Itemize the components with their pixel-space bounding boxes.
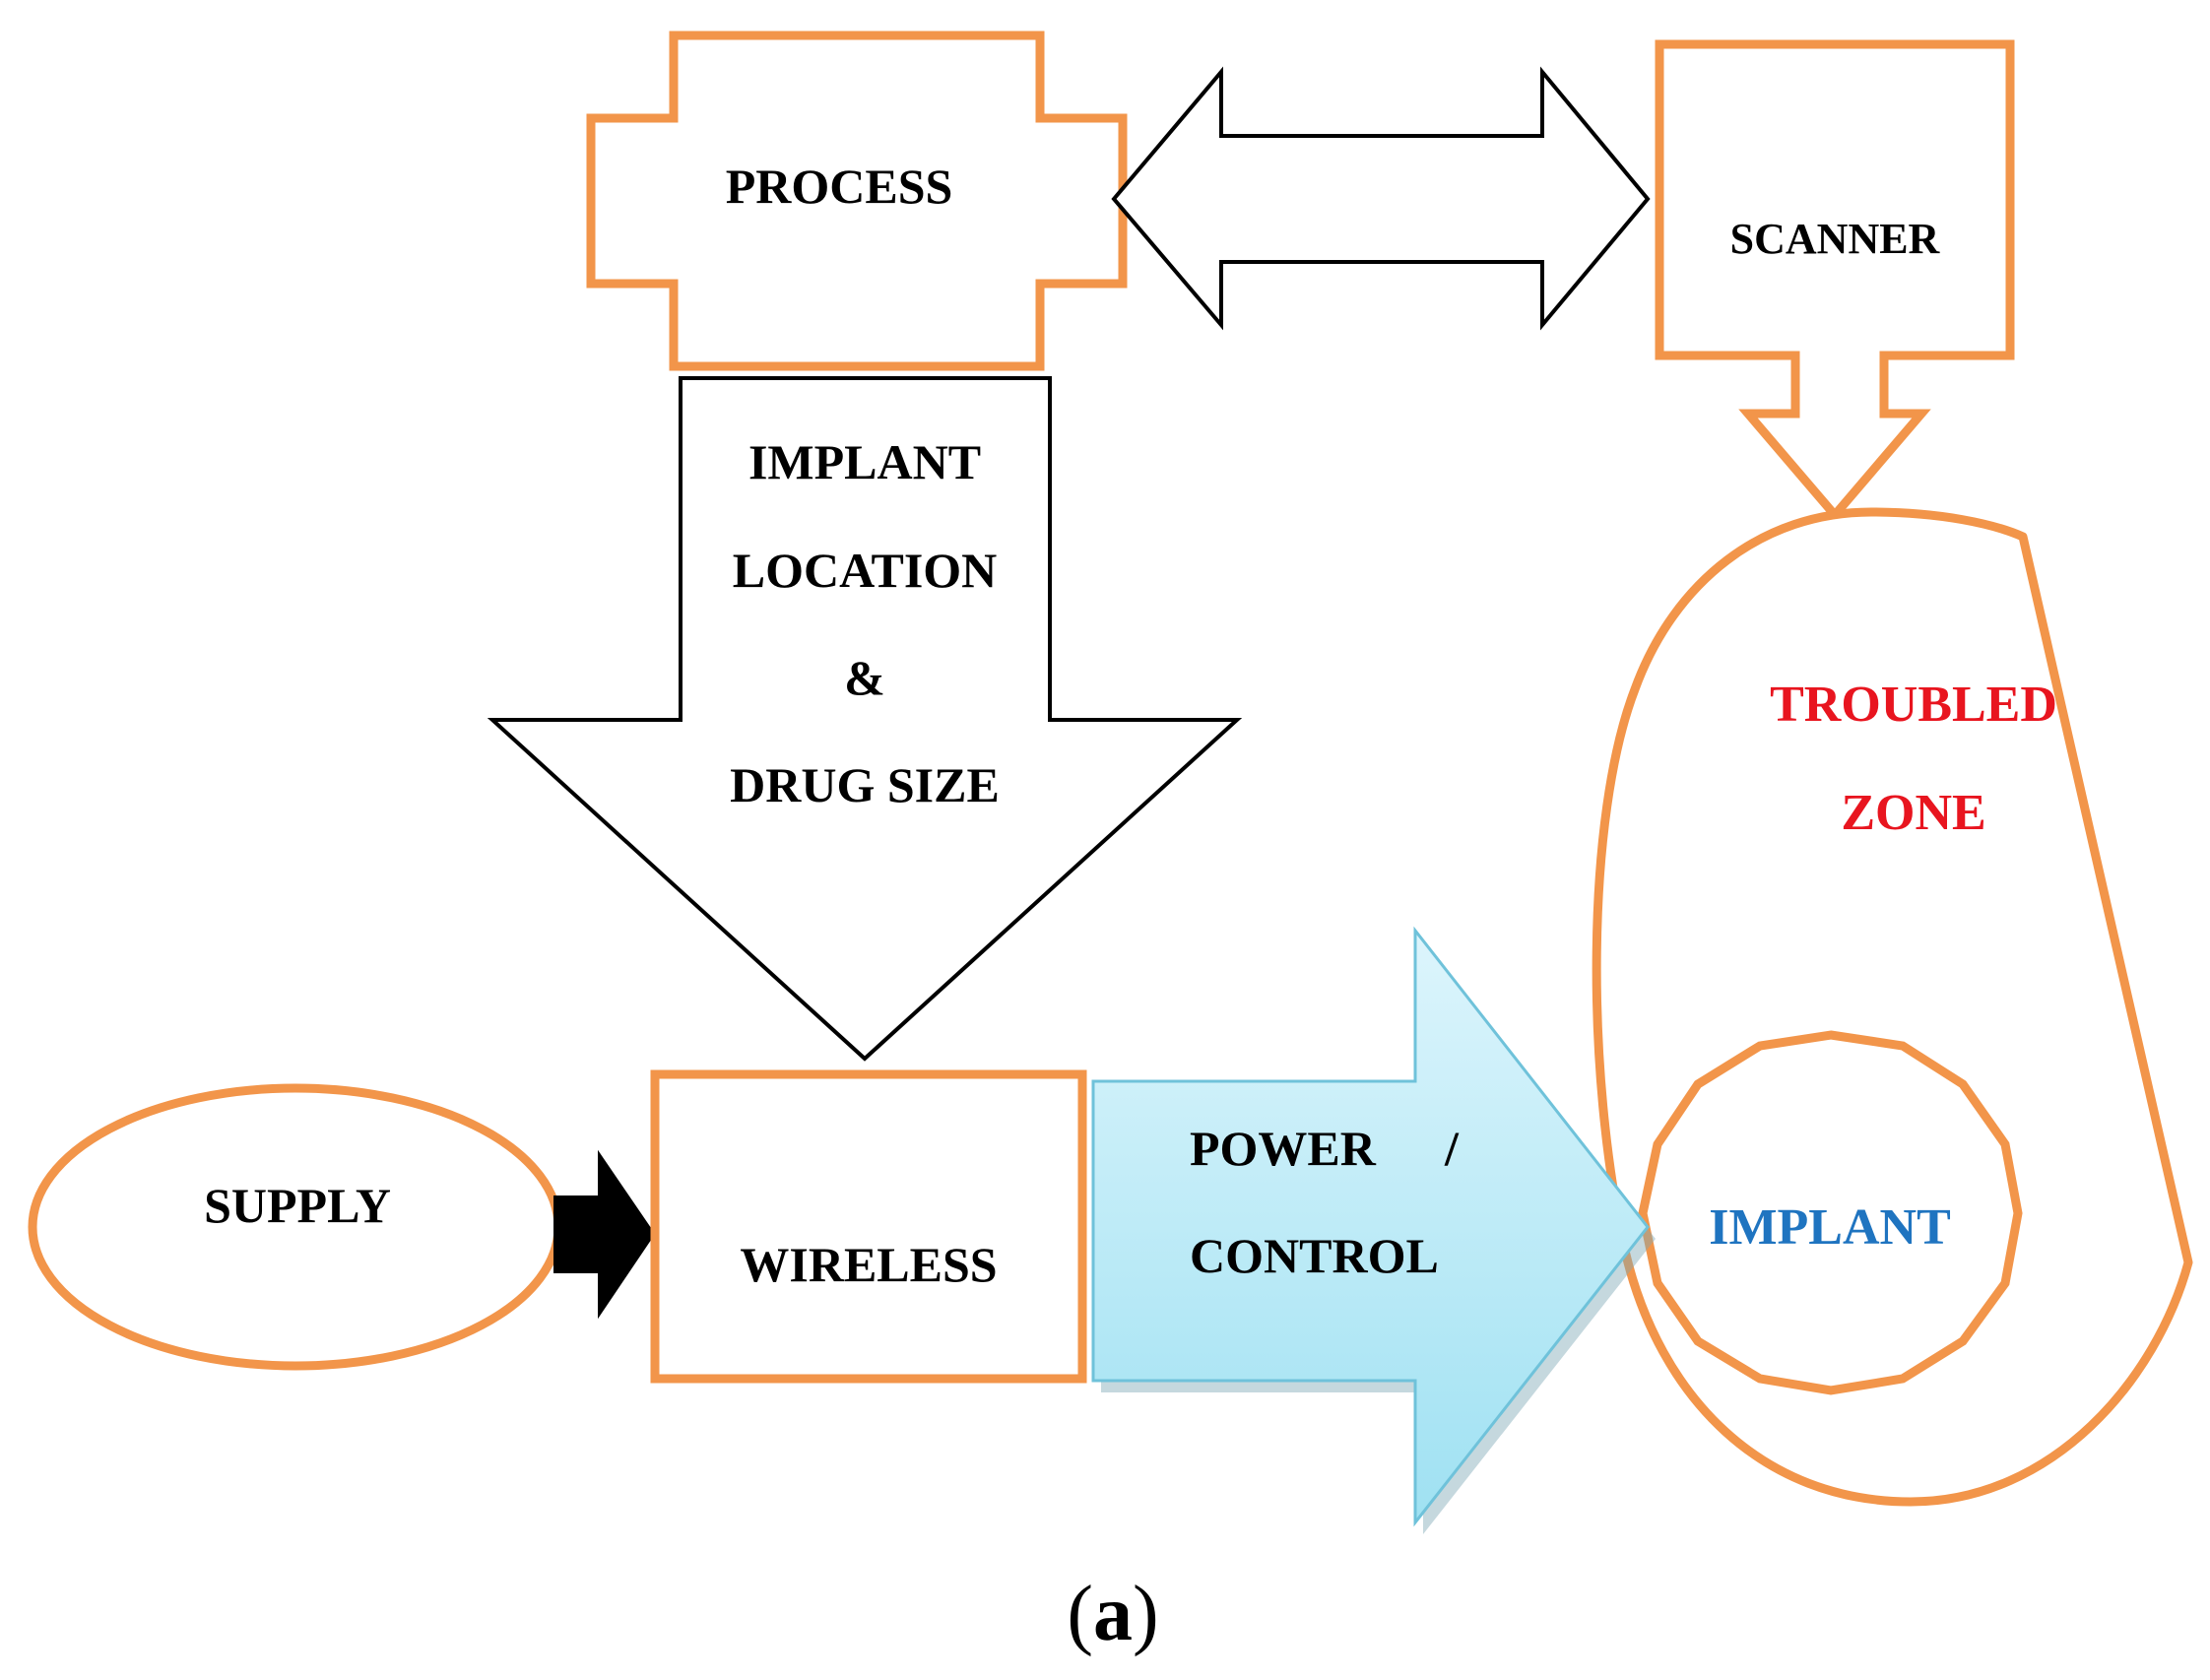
implant-shape	[1638, 1030, 2023, 1395]
figure-caption: (a)	[1067, 1571, 1158, 1657]
control-label: CONTROL	[1190, 1228, 1439, 1283]
power-control-arrow: POWER / CONTROL	[1091, 926, 1656, 1534]
caption-open-paren: (	[1067, 1571, 1093, 1657]
process-node: PROCESS	[586, 31, 1128, 371]
process-label: PROCESS	[726, 159, 953, 214]
power-label: POWER	[1190, 1121, 1377, 1176]
caption-close-paren: )	[1133, 1571, 1159, 1657]
troubled-zone-line1: TROUBLED	[1770, 677, 2057, 733]
implant-location-line3: &	[844, 650, 885, 705]
implant-location-arrow-shape	[487, 376, 1243, 1062]
implant-node: IMPLANT	[1638, 1030, 2023, 1395]
scanner-node: SCANNER	[1655, 39, 2015, 522]
double-arrow	[1111, 66, 1651, 331]
wireless-label: WIRELESS	[740, 1237, 997, 1292]
power-control-separator: /	[1444, 1121, 1460, 1176]
implant-location-line1: IMPLANT	[748, 434, 981, 489]
wireless-shape	[650, 1069, 1087, 1384]
supply-arrow	[553, 1149, 656, 1320]
process-shape	[586, 31, 1128, 371]
implant-location-arrow: IMPLANT LOCATION & DRUG SIZE	[487, 376, 1243, 1062]
implant-label: IMPLANT	[1709, 1199, 1951, 1256]
caption-letter: a	[1093, 1571, 1133, 1657]
power-control-arrow-shape	[1091, 926, 1650, 1527]
implant-location-line2: LOCATION	[733, 543, 998, 598]
scanner-label: SCANNER	[1730, 215, 1941, 263]
scanner-shape	[1655, 39, 2015, 522]
wireless-node: WIRELESS	[650, 1069, 1087, 1384]
implant-location-line4: DRUG SIZE	[730, 757, 1000, 812]
supply-node: SUPPLY	[28, 1083, 563, 1371]
supply-label: SUPPLY	[204, 1178, 391, 1233]
troubled-zone-line2: ZONE	[1841, 785, 1985, 841]
